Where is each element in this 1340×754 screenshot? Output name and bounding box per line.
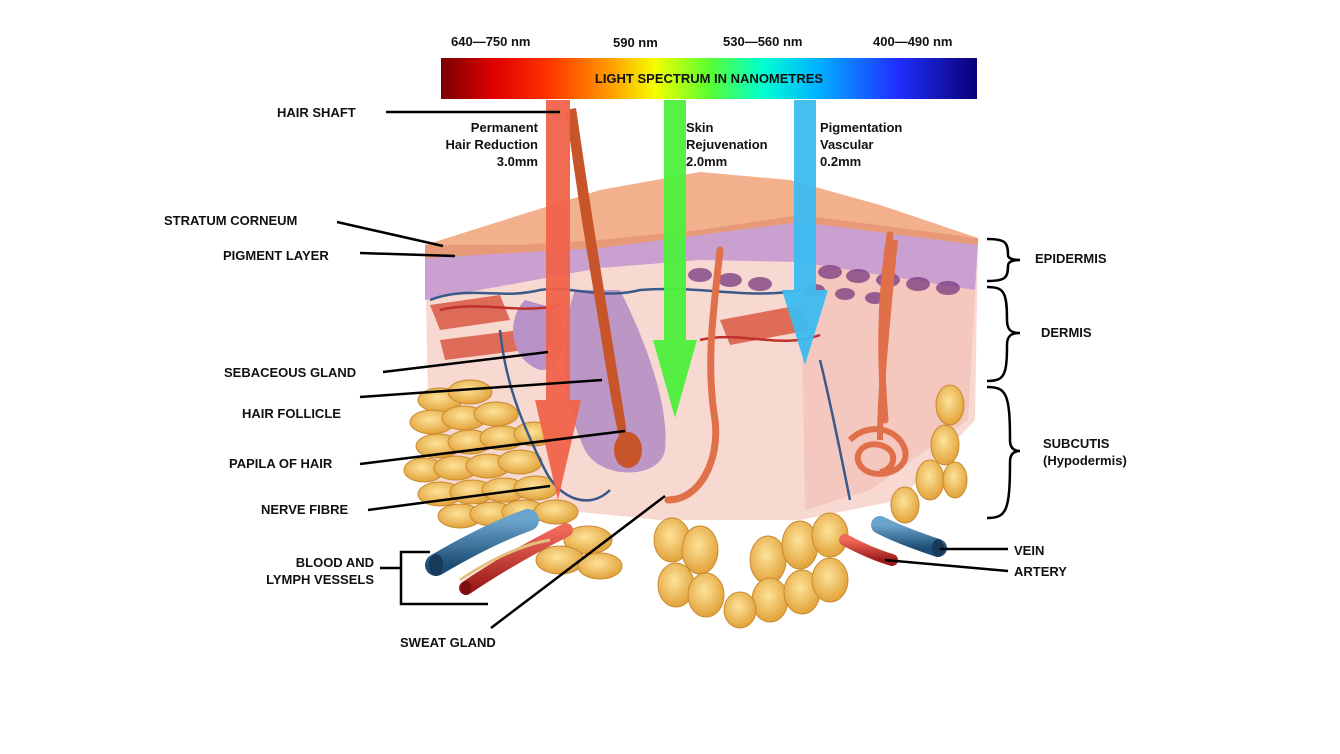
- fat-lobules-bottom: [653, 512, 849, 629]
- blood-lymph-vessels: [425, 509, 573, 595]
- left-leader-lines: [336, 110, 666, 629]
- hair-bulb: [614, 432, 642, 468]
- vein-artery-right: [839, 516, 947, 566]
- treatment-arrows: [535, 100, 828, 500]
- stratum-corneum-label: STRATUM CORNEUM: [164, 213, 298, 228]
- pigmentation-vascular-label: Pigmentation Vascular 0.2mm: [820, 120, 903, 169]
- artery-label: ARTERY: [1014, 564, 1067, 579]
- hair-shaft-label: HAIR SHAFT: [277, 105, 356, 120]
- hair-reduction-arrow: [535, 100, 581, 500]
- hair-follicle-label: HAIR FOLLICLE: [242, 406, 341, 421]
- papila-of-hair-label: PAPILA OF HAIR: [229, 456, 333, 471]
- sweat-gland-label: SWEAT GLAND: [400, 635, 496, 650]
- pigment-layer-label: PIGMENT LAYER: [223, 248, 329, 263]
- dermis-label: DERMIS: [1041, 325, 1092, 340]
- pigmentation-vascular-arrow: [782, 100, 828, 365]
- fat-lobules-right: [890, 384, 968, 524]
- skin-rejuvenation-arrow: [653, 100, 697, 418]
- vein-label: VEIN: [1014, 543, 1045, 558]
- sebaceous-gland-label: SEBACEOUS GLAND: [224, 365, 357, 380]
- nerve-fibre-label: NERVE FIBRE: [261, 502, 349, 517]
- vascular-loops: [664, 231, 894, 504]
- blood-lymph-vessels-label: BLOOD AND LYMPH VESSELS: [266, 555, 374, 587]
- wavelength-yellow-label: 590 nm: [613, 35, 658, 50]
- wavelength-blue-label: 400—490 nm: [873, 34, 953, 49]
- hair-shaft-shape: [566, 108, 628, 440]
- hair-reduction-label: Permanent Hair Reduction 3.0mm: [445, 120, 538, 169]
- skin-block-illustration: [403, 108, 978, 629]
- wavelength-green-label: 530—560 nm: [723, 34, 803, 49]
- wavelength-red-label: 640—750 nm: [451, 34, 531, 49]
- skin-rejuvenation-label: Skin Rejuvenation 2.0mm: [686, 120, 768, 169]
- epidermis-label: EPIDERMIS: [1035, 251, 1107, 266]
- light-spectrum-bar: [441, 58, 977, 99]
- subcutis-label: SUBCUTIS (Hypodermis): [1043, 436, 1127, 468]
- right-brackets: [884, 237, 1021, 573]
- spectrum-title: LIGHT SPECTRUM IN NANOMETRES: [594, 71, 824, 86]
